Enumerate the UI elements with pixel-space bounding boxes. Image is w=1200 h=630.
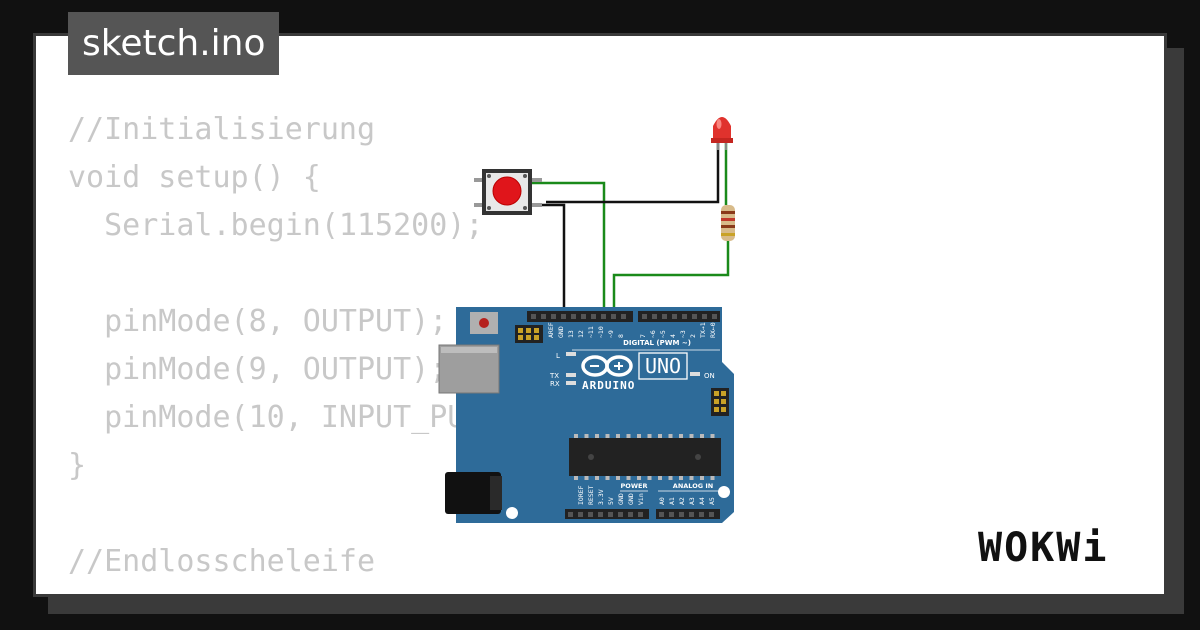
tx-led-label: TX xyxy=(549,372,559,380)
wire-resistor-to-pin9 xyxy=(612,240,730,318)
analog-pin-label: A5 xyxy=(708,497,716,505)
code-line: } xyxy=(68,448,87,483)
pin-label: 8 xyxy=(617,334,625,338)
arduino-infinity-logo xyxy=(581,355,633,377)
analog-label: ANALOG IN xyxy=(673,482,713,490)
analog-header xyxy=(656,509,720,519)
pin-label: GND xyxy=(557,326,565,338)
arduino-model: UNO xyxy=(645,354,681,378)
pin-label: ~11 xyxy=(587,326,595,338)
analog-pin-label: A2 xyxy=(678,497,686,505)
pin-label: ~10 xyxy=(597,326,605,338)
pin-label: ~9 xyxy=(607,330,615,338)
pin-label: TX→1 xyxy=(699,322,707,338)
digital-label: DIGITAL (PWM ~) xyxy=(623,339,691,347)
power-pin-label: GND xyxy=(627,493,635,505)
power-pin-label: RESET xyxy=(587,485,595,505)
power-pin-label: 5V xyxy=(607,497,615,505)
wokwi-logo: WOKWi xyxy=(978,525,1109,571)
power-pin-label: Vin xyxy=(637,493,645,505)
rx-led-label: RX xyxy=(550,380,560,388)
pin-label: ~6 xyxy=(649,330,657,338)
analog-pin-label: A4 xyxy=(698,497,706,505)
code-line: pinMode(8, OUTPUT); xyxy=(68,304,448,339)
wires xyxy=(532,143,730,318)
on-led-label: ON xyxy=(704,372,715,380)
pushbutton[interactable] xyxy=(474,169,542,215)
pin-label: 4 xyxy=(669,334,677,338)
code-line: //Initialisierung xyxy=(68,112,376,147)
power-pin-label: IOREF xyxy=(577,485,585,505)
pin-label: 12 xyxy=(577,330,585,338)
power-pin-label: 3.3V xyxy=(597,489,605,505)
sketch-title: sketch.ino xyxy=(68,12,280,75)
arduino-brand: ARDUINO xyxy=(582,379,635,392)
analog-pin-label: A1 xyxy=(668,497,676,505)
code-line: void setup() { xyxy=(68,160,321,195)
wire-button-to-pin10 xyxy=(532,181,606,318)
resistor[interactable] xyxy=(721,205,735,241)
code-line: //Endlosscheleife xyxy=(68,544,376,579)
pin-label: 13 xyxy=(567,330,575,338)
l-led-label: L xyxy=(556,352,560,360)
button-cap[interactable] xyxy=(492,176,522,206)
digital-header-left xyxy=(527,311,633,322)
pin-label: ~3 xyxy=(679,330,687,338)
pin-label: RX←0 xyxy=(709,322,717,338)
analog-pin-label: A3 xyxy=(688,497,696,505)
pin-label: 2 xyxy=(689,334,697,338)
digital-header-right xyxy=(638,311,720,322)
pin-label: 7 xyxy=(639,334,647,338)
code-line: pinMode(9, OUTPUT); xyxy=(68,352,448,387)
power-header xyxy=(565,509,649,519)
power-jack xyxy=(445,472,501,514)
pin-label: AREF xyxy=(547,322,555,338)
led[interactable] xyxy=(711,117,733,150)
code-line: void loop() { xyxy=(68,586,574,594)
wire-led-cathode xyxy=(546,143,720,204)
analog-pin-label: A0 xyxy=(658,497,666,505)
pin-label: ~5 xyxy=(659,330,667,338)
wire-button-to-gnd xyxy=(532,203,566,318)
power-label: POWER xyxy=(621,482,648,490)
code-line: Serial.begin(115200); xyxy=(68,208,484,243)
power-pin-label: GND xyxy=(617,493,625,505)
